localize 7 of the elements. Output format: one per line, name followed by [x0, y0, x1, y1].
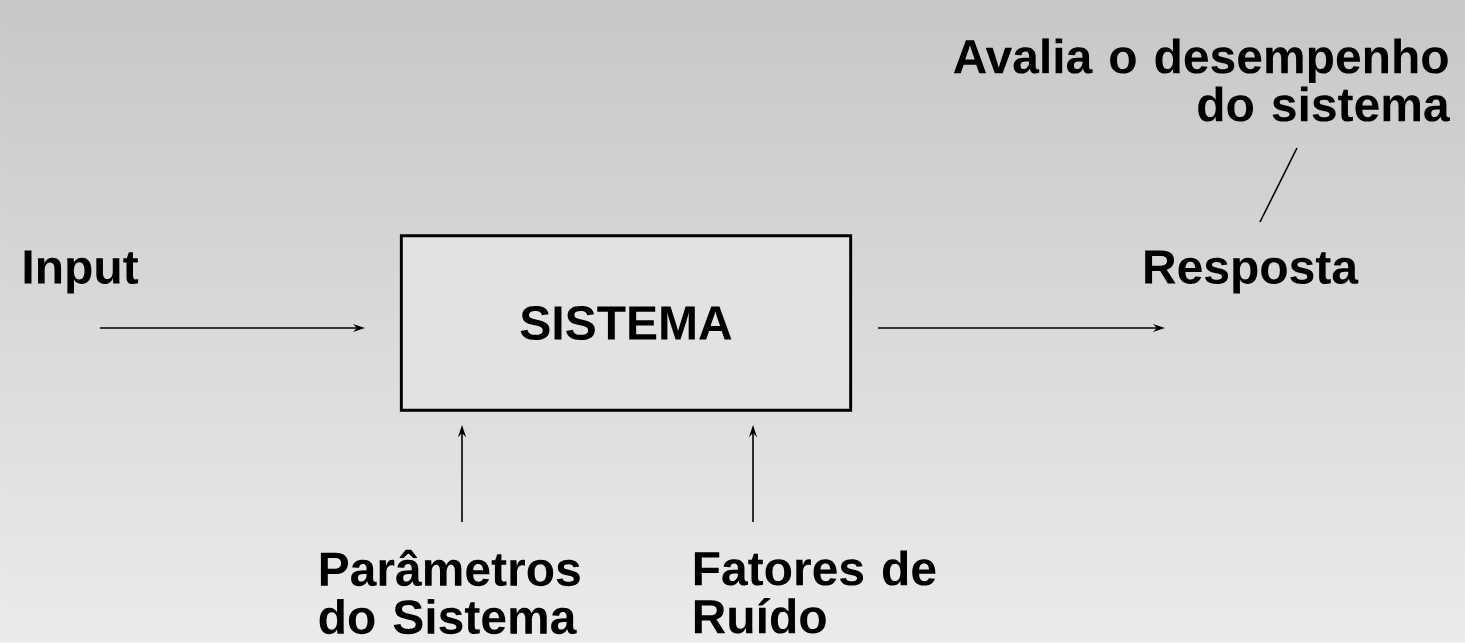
- leader-line: [1259, 147, 1298, 223]
- annotation-text: Avalia o desempenho do sistema: [953, 38, 1450, 122]
- input-label: Fatores de Ruído: [694, 550, 936, 634]
- output-label: Resposta: [1145, 250, 1359, 294]
- input-label: Parâmetros do Sistema: [319, 549, 580, 635]
- input-label: Input: [24, 250, 139, 294]
- system-box: SISTEMA: [399, 234, 853, 412]
